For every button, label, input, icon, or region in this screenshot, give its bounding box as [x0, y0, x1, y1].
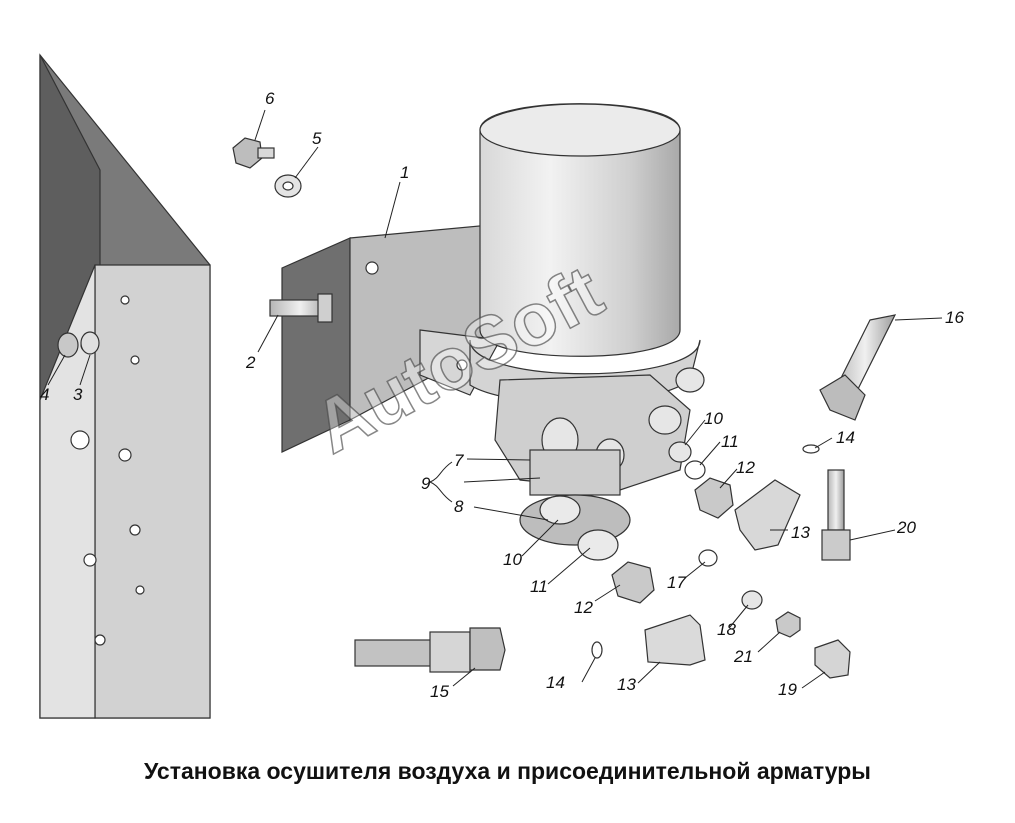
callout-6: 6: [265, 89, 275, 108]
callout-19: 19: [778, 680, 797, 699]
callout-13-upper: 13: [791, 523, 810, 542]
callout-14-lower: 14: [546, 673, 565, 692]
frame-member: [39, 53, 211, 719]
figure-caption: Установка осушителя воздуха и присоедини…: [144, 758, 871, 784]
bolt-and-washer: [232, 137, 302, 198]
callout-10-upper: 10: [704, 409, 723, 428]
callout-12-lower: 12: [574, 598, 593, 617]
callout-7: 7: [454, 451, 464, 470]
callout-15: 15: [430, 682, 449, 701]
callout-4: 4: [40, 385, 50, 404]
callout-14-upper: 14: [836, 428, 855, 447]
callout-11-lower: 11: [530, 577, 548, 596]
callout-12-upper: 12: [736, 458, 755, 477]
callout-10-lower: 10: [503, 550, 522, 569]
callout-2: 2: [246, 353, 256, 372]
callout-8: 8: [454, 497, 464, 516]
callout-18: 18: [717, 620, 736, 639]
callout-3: 3: [73, 385, 83, 404]
callout-13-lower: 13: [617, 675, 636, 694]
callout-9: 9: [421, 474, 431, 493]
fittings: [57, 314, 897, 679]
callout-21: 21: [734, 647, 753, 666]
callout-1: 1: [400, 163, 410, 182]
callout-11-upper: 11: [721, 432, 739, 451]
leader-lines: [47, 109, 943, 689]
callout-16: 16: [945, 308, 964, 327]
callout-5: 5: [312, 129, 322, 148]
callout-20: 20: [897, 518, 916, 537]
bracket: [269, 224, 501, 453]
air-dryer: [469, 103, 705, 561]
callout-17: 17: [667, 573, 686, 592]
